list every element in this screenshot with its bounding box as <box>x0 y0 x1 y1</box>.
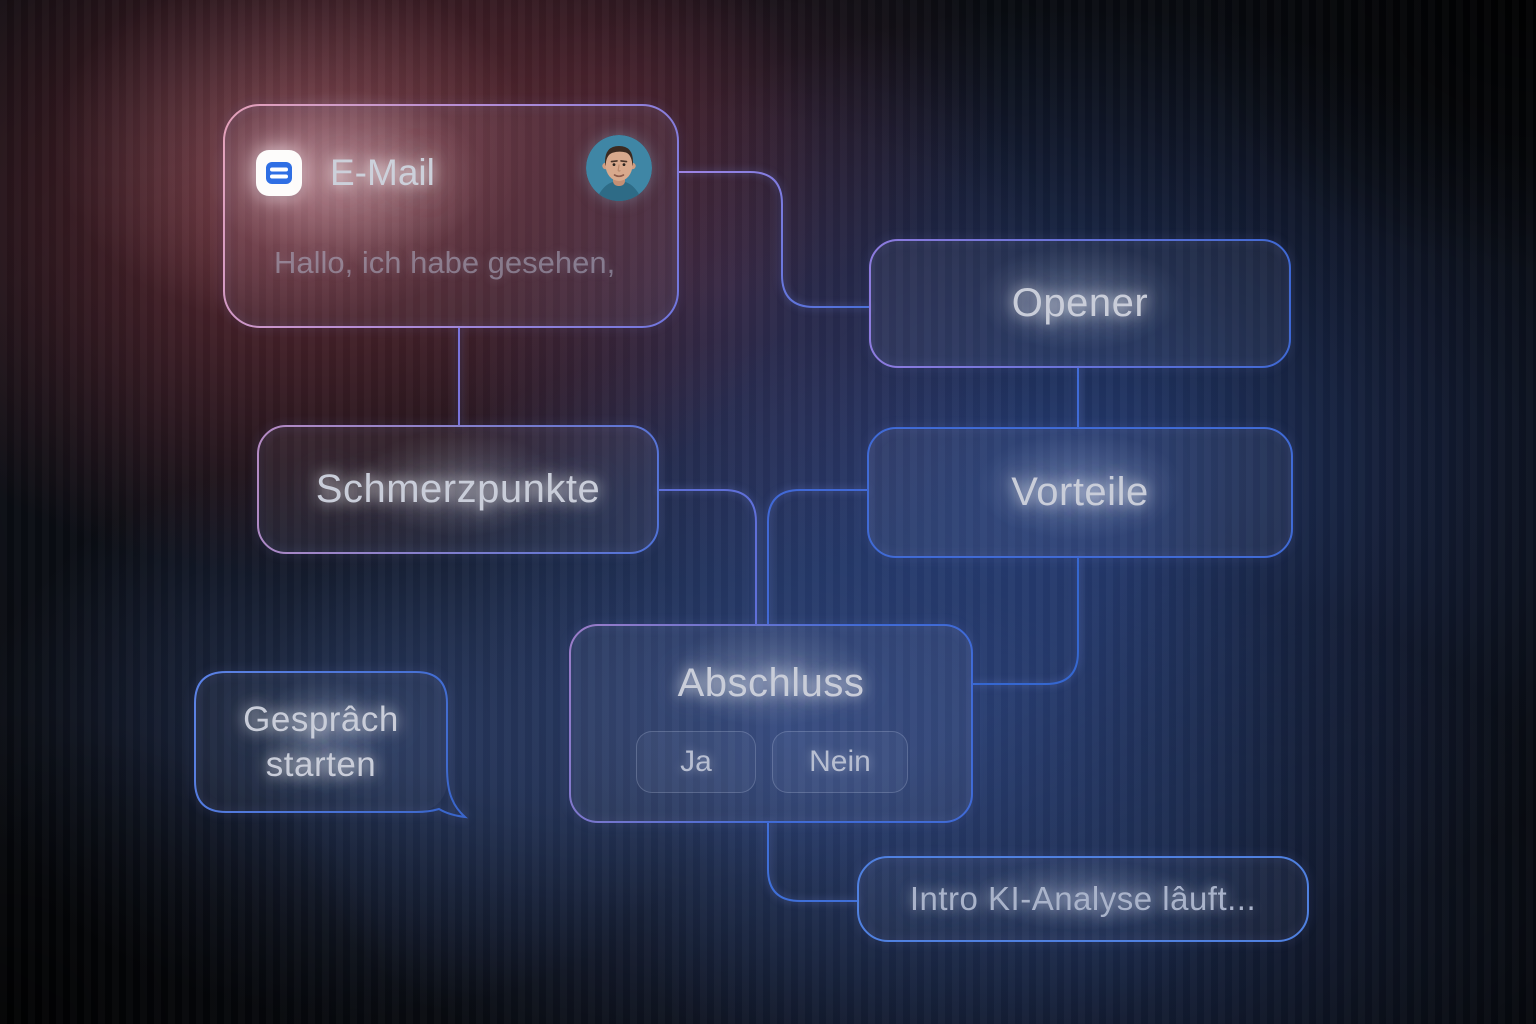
node-vorteile[interactable]: Vorteile <box>868 415 1292 557</box>
node-opener-label: Opener <box>1011 281 1149 325</box>
schmerzpunkte-node-outline <box>257 425 659 554</box>
connector-vorteile-to-abschluss-top <box>767 489 868 625</box>
email-body-input[interactable]: Hallo, ich habe gesehen, <box>274 245 616 280</box>
connector-schmerzpunkte-to-abschluss <box>658 489 757 625</box>
email-card-outline <box>223 104 679 328</box>
node-opener[interactable]: Opener <box>870 227 1290 367</box>
node-abschluss[interactable]: Abschluss Ja Nein <box>570 605 972 822</box>
nein-button[interactable]: Nein <box>772 731 908 793</box>
node-vorteile-label: Vorteile <box>1011 470 1149 514</box>
node-schmerzpunkte[interactable]: Schmerzpunkte <box>258 413 658 553</box>
email-card-header: E-Mail <box>256 135 650 211</box>
email-message-icon <box>256 150 302 196</box>
ja-button[interactable]: Ja <box>636 731 756 793</box>
persona-avatar <box>586 135 652 201</box>
node-abschluss-label: Abschluss <box>677 661 865 705</box>
connector-abschluss-to-intro <box>767 822 858 902</box>
node-intro-label: Intro KI-Analyse lâuft... <box>909 880 1257 917</box>
connector-email-to-opener <box>678 171 870 308</box>
intro-node-outline <box>857 856 1309 942</box>
node-intro-ki-analyse[interactable]: Intro KI-Analyse lâuft... <box>858 848 1308 941</box>
opener-node-outline <box>869 239 1291 368</box>
chat-bubble-label: Gesprâch starten <box>243 699 399 785</box>
vorteile-node-outline <box>867 427 1293 558</box>
email-card[interactable]: E-Mail Hallo, ich habe gesehen, <box>184 75 678 327</box>
chat-bubble-outline <box>194 671 469 819</box>
connector-vorteile-to-abschluss-right <box>972 557 1079 685</box>
email-card-title: E-Mail <box>330 152 435 193</box>
abschluss-node-outline <box>569 624 973 823</box>
node-schmerzpunkte-label: Schmerzpunkte <box>315 467 601 511</box>
chat-bubble-gespraech-starten[interactable]: Gesprâch starten <box>195 658 447 812</box>
